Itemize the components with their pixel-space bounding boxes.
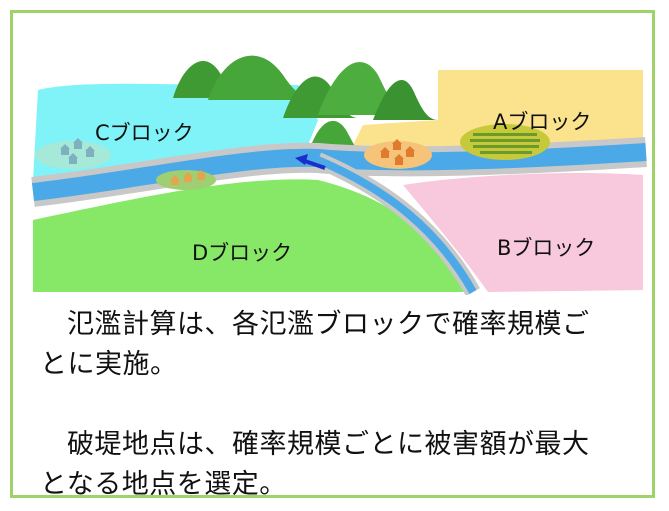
explanation-text: 氾濫計算は、各氾濫ブロックで確率規模ごとに実施。 破堤地点は、確率規模ごとに被害… <box>40 305 640 505</box>
flow-arrow-icon <box>295 154 326 170</box>
block-d-label: Dブロック <box>192 241 293 265</box>
rice-field-icon <box>460 124 550 160</box>
paragraph-breach-point: 破堤地点は、確率規模ごとに被害額が最大となる地点を選定。 <box>40 429 590 500</box>
block-b-label: Bブロック <box>497 236 596 260</box>
branch-river <box>316 156 477 294</box>
house-cluster-icon <box>35 138 111 169</box>
block-c-label: Cブロック <box>95 121 194 145</box>
flood-block-map <box>31 55 647 295</box>
paragraph-flood-calc: 氾濫計算は、各氾濫ブロックで確率規模ごとに実施。 <box>40 309 590 380</box>
block-a-area <box>348 70 643 157</box>
main-river <box>31 143 647 201</box>
block-b-area <box>403 173 643 292</box>
block-d-area <box>33 179 468 292</box>
house-cluster-icon <box>364 139 432 169</box>
house-cluster-icon <box>156 170 216 190</box>
block-a-label: Aブロック <box>493 110 592 134</box>
